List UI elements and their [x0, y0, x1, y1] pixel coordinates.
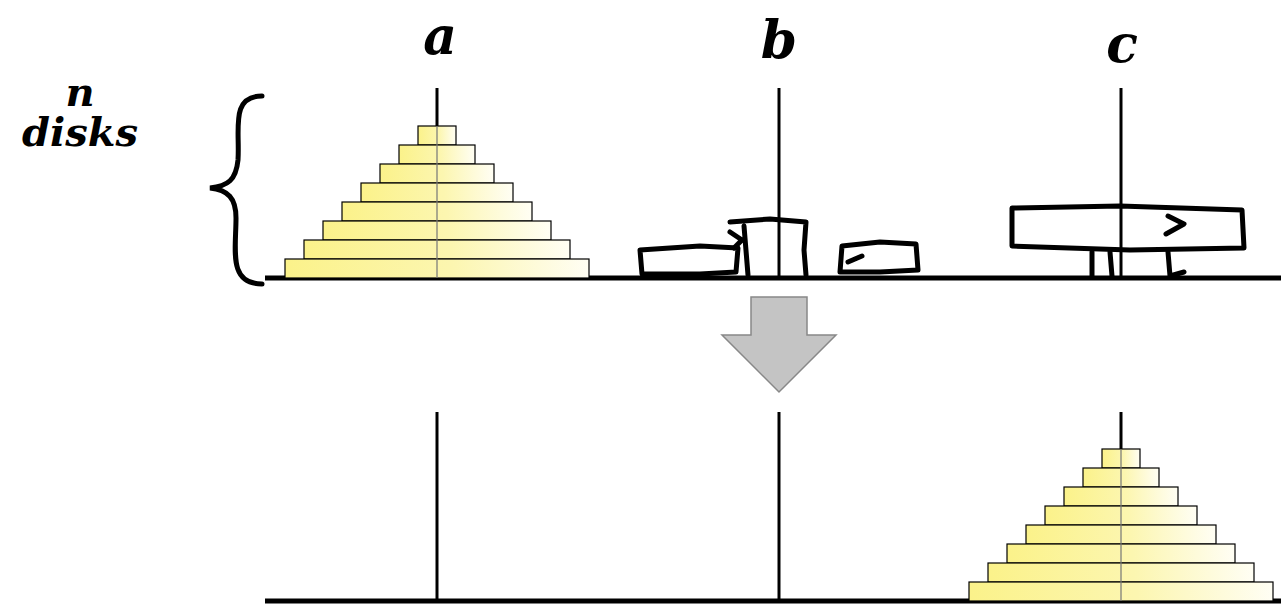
peg-label: a — [423, 10, 457, 62]
peg — [778, 88, 781, 278]
peg-through — [1120, 449, 1122, 601]
peg — [436, 412, 439, 601]
brace — [210, 96, 262, 284]
disk-count-label: n disks — [22, 72, 138, 152]
peg-label: b — [761, 14, 797, 66]
transition-arrow — [722, 297, 836, 392]
peg — [778, 412, 781, 601]
disk-stack — [969, 449, 1273, 601]
peg-through — [436, 126, 438, 278]
scribble — [1092, 252, 1184, 276]
disk-stack — [285, 126, 589, 278]
scribble — [730, 219, 806, 275]
scribble — [640, 246, 738, 274]
scribble — [1012, 206, 1244, 250]
scribble-disks — [640, 206, 1244, 276]
scribble — [840, 242, 918, 272]
peg-label: c — [1106, 18, 1138, 70]
